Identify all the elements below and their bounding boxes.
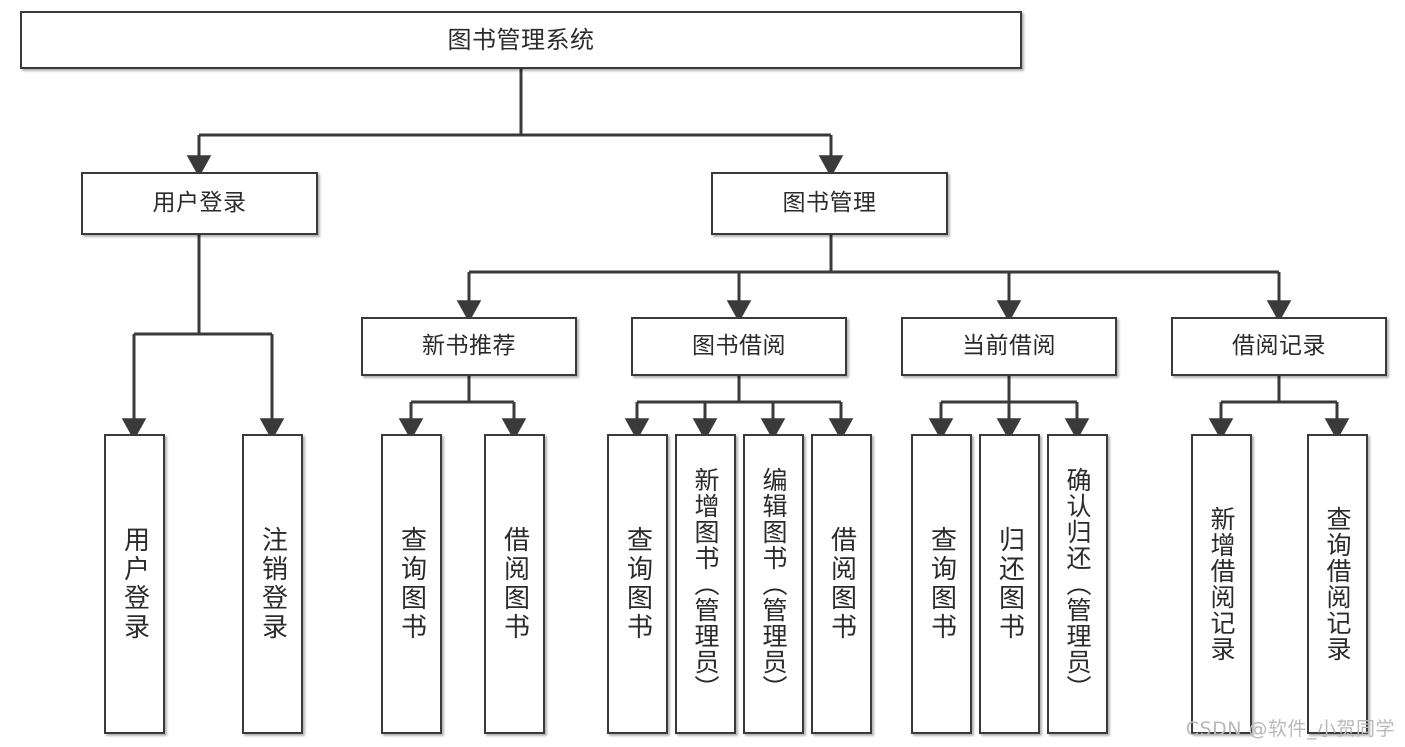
leaf-book-borrow-query-book[interactable]: 查询图书: [607, 434, 668, 734]
node-label: 查询图书: [396, 526, 427, 642]
node-label: 新书推荐: [422, 332, 516, 359]
node-label: 用户登录: [152, 189, 247, 216]
leaf-current-borrow-return-book[interactable]: 归还图书: [979, 434, 1040, 734]
node-label: 图书管理系统: [447, 25, 595, 54]
leaf-book-borrow-edit-book-admin[interactable]: 编辑图书（管理员）: [743, 434, 804, 734]
leaf-current-borrow-query-book[interactable]: 查询图书: [911, 434, 972, 734]
leaf-current-borrow-confirm-return-admin[interactable]: 确认归还（管理员）: [1047, 434, 1108, 734]
leaf-user-login-logout[interactable]: 注销登录: [242, 434, 303, 734]
leaf-borrow-record-query-record[interactable]: 查询借阅记录: [1307, 434, 1368, 734]
node-label: 借阅图书: [826, 526, 857, 642]
node-new-book-recommend[interactable]: 新书推荐: [361, 317, 577, 376]
node-label: 查询图书: [622, 526, 653, 642]
leaf-new-book-query-book[interactable]: 查询图书: [381, 434, 442, 734]
node-label: 当前借阅: [962, 332, 1056, 359]
leaf-book-borrow-borrow-book[interactable]: 借阅图书: [811, 434, 872, 734]
leaf-user-login-login[interactable]: 用户登录: [104, 434, 165, 734]
node-label: 编辑图书（管理员）: [759, 467, 788, 701]
node-label: 借阅图书: [499, 526, 530, 642]
node-label: 新增图书（管理员）: [691, 467, 720, 701]
node-label: 查询图书: [926, 526, 957, 642]
node-book-management[interactable]: 图书管理: [711, 172, 948, 235]
leaf-borrow-record-add-record[interactable]: 新增借阅记录: [1191, 434, 1252, 734]
node-label: 注销登录: [257, 526, 288, 642]
node-label: 确认归还（管理员）: [1063, 467, 1092, 701]
node-label: 借阅记录: [1232, 332, 1326, 359]
watermark: CSDN @软件_小贺同学: [1185, 718, 1395, 740]
leaf-book-borrow-add-book-admin[interactable]: 新增图书（管理员）: [675, 434, 736, 734]
node-user-login[interactable]: 用户登录: [81, 172, 318, 235]
node-label: 查询借阅记录: [1323, 506, 1352, 662]
node-label: 图书管理: [782, 189, 877, 216]
node-label: 归还图书: [994, 526, 1025, 642]
node-current-borrow[interactable]: 当前借阅: [901, 317, 1117, 376]
leaf-new-book-borrow-book[interactable]: 借阅图书: [484, 434, 545, 734]
node-borrow-record[interactable]: 借阅记录: [1171, 317, 1387, 376]
node-label: 用户登录: [119, 526, 150, 642]
node-book-borrow[interactable]: 图书借阅: [631, 317, 847, 376]
node-label: 图书借阅: [692, 332, 786, 359]
node-root-book-management-system[interactable]: 图书管理系统: [20, 11, 1022, 69]
node-label: 新增借阅记录: [1207, 506, 1236, 662]
